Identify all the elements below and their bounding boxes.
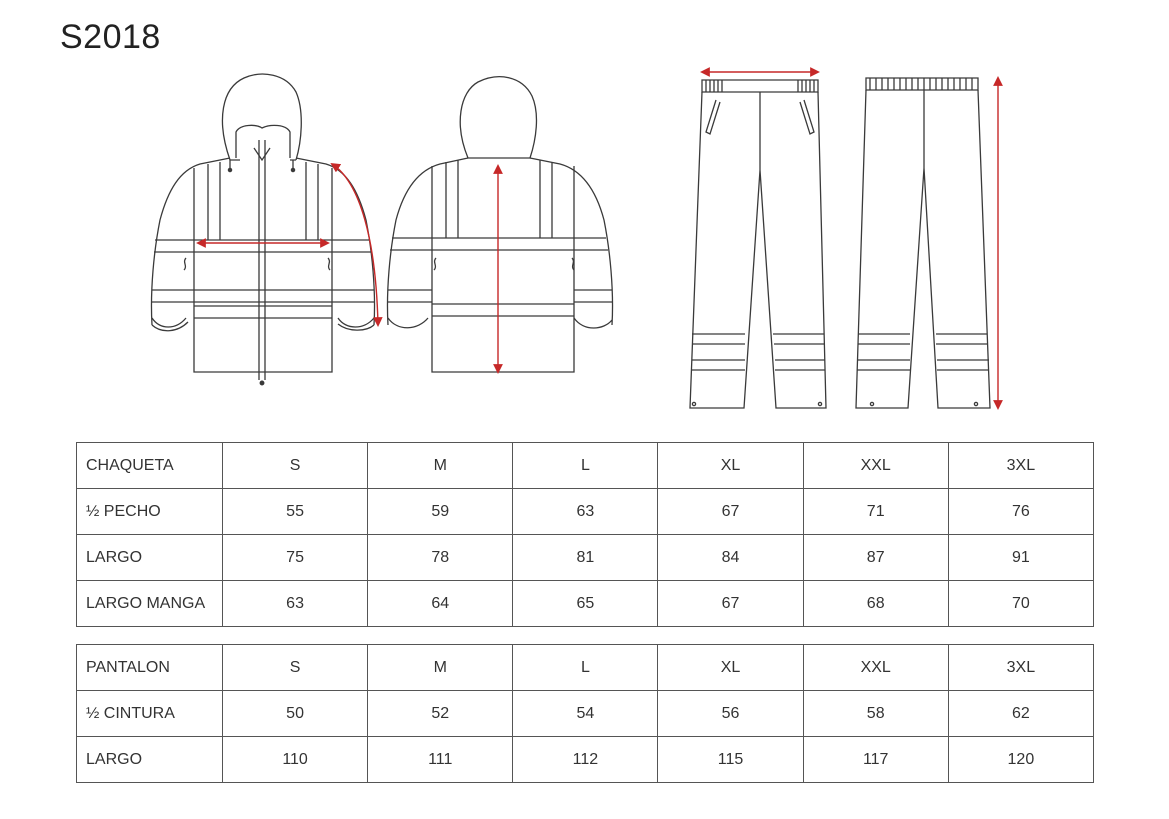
size-header: XXL — [802, 442, 949, 489]
table-cell: 64 — [367, 580, 514, 627]
table-cell: 71 — [802, 488, 949, 535]
pants-header-label: PANTALON — [76, 644, 223, 691]
table-cell: 62 — [947, 690, 1095, 737]
sleeve-arrow — [330, 162, 383, 327]
size-header: 3XL — [947, 644, 1095, 691]
table-cell: 55 — [221, 488, 369, 535]
table-cell: 110 — [221, 736, 369, 783]
table-cell: 84 — [657, 534, 804, 581]
product-code: S2018 — [60, 18, 161, 56]
size-header: M — [367, 644, 514, 691]
table-cell: 111 — [367, 736, 514, 783]
table-cell: 117 — [802, 736, 949, 783]
size-header: XXL — [802, 644, 949, 691]
size-header: XL — [657, 644, 804, 691]
jacket-front-drawing — [150, 73, 376, 386]
row-label: LARGO — [76, 534, 223, 581]
row-label: ½ PECHO — [76, 488, 223, 535]
table-cell: 63 — [512, 488, 659, 535]
size-header: S — [221, 442, 369, 489]
table-cell: 59 — [367, 488, 514, 535]
table-cell: 58 — [802, 690, 949, 737]
table-row: LARGO MANGA 63 64 65 67 68 70 — [76, 580, 1095, 627]
row-label: LARGO MANGA — [76, 580, 223, 627]
table-cell: 50 — [221, 690, 369, 737]
table-cell: 54 — [512, 690, 659, 737]
table-cell: 115 — [657, 736, 804, 783]
jacket-size-table: CHAQUETA S M L XL XXL 3XL ½ PECHO 55 59 … — [76, 442, 1095, 627]
table-cell: 76 — [947, 488, 1095, 535]
table-cell: 75 — [221, 534, 369, 581]
size-header: M — [367, 442, 514, 489]
size-header: S — [221, 644, 369, 691]
table-cell: 63 — [221, 580, 369, 627]
jacket-back-drawing — [386, 76, 614, 373]
garment-drawings — [150, 67, 1003, 410]
pants-back-drawing — [855, 77, 991, 409]
table-cell: 120 — [947, 736, 1095, 783]
table-cell: 112 — [512, 736, 659, 783]
size-header: L — [512, 644, 659, 691]
table-row: LARGO 75 78 81 84 87 91 — [76, 534, 1095, 581]
table-cell: 78 — [367, 534, 514, 581]
table-cell: 52 — [367, 690, 514, 737]
table-cell: 67 — [657, 488, 804, 535]
size-header: 3XL — [947, 442, 1095, 489]
table-cell: 91 — [947, 534, 1095, 581]
table-cell: 70 — [947, 580, 1095, 627]
table-cell: 56 — [657, 690, 804, 737]
table-cell: 67 — [657, 580, 804, 627]
table-header-row: CHAQUETA S M L XL XXL 3XL — [76, 442, 1095, 489]
table-header-row: PANTALON S M L XL XXL 3XL — [76, 644, 1095, 691]
table-row: LARGO 110 111 112 115 117 120 — [76, 736, 1095, 783]
pants-front-drawing — [689, 79, 827, 409]
jacket-header-label: CHAQUETA — [76, 442, 223, 489]
row-label: LARGO — [76, 736, 223, 783]
row-label: ½ CINTURA — [76, 690, 223, 737]
table-row: ½ CINTURA 50 52 54 56 58 62 — [76, 690, 1095, 737]
table-cell: 87 — [802, 534, 949, 581]
table-cell: 81 — [512, 534, 659, 581]
size-header: XL — [657, 442, 804, 489]
size-header: L — [512, 442, 659, 489]
pants-size-table: PANTALON S M L XL XXL 3XL ½ CINTURA 50 5… — [76, 644, 1095, 783]
table-row: ½ PECHO 55 59 63 67 71 76 — [76, 488, 1095, 535]
table-cell: 68 — [802, 580, 949, 627]
table-cell: 65 — [512, 580, 659, 627]
